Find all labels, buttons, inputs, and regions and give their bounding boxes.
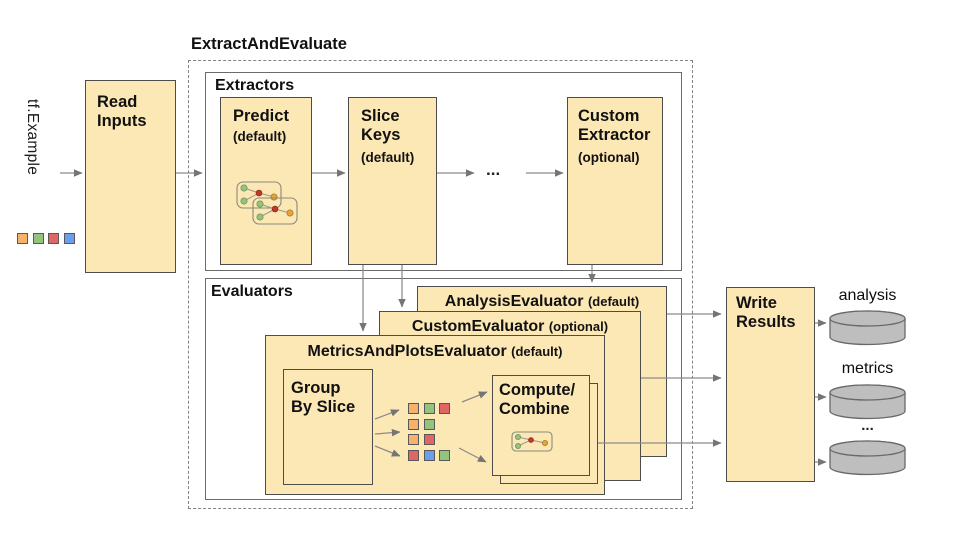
green-data-square [32,233,44,244]
slice-square-row [17,233,75,244]
extractors-container [205,72,682,271]
orange-data-square [408,418,419,430]
pipeline-title: ExtractAndEvaluate [191,35,347,53]
analysis-database-cylinder [829,310,906,346]
custom-evaluator-title: CustomEvaluator (optional) [411,318,609,335]
compute-combine-box: Compute/ Combine [492,375,590,476]
custom-extractor-sub: (optional) [578,149,640,165]
analysis-output-label: analysis [838,287,897,304]
compute-model-graph-icon [511,431,553,452]
slice-square-row [408,434,450,446]
red-data-square [439,403,451,414]
extract-and-evaluate-boundary [188,60,693,509]
evaluators-label: Evaluators [211,283,293,300]
red-data-square [48,233,60,244]
compute-combine-label: Compute/ Combine [499,381,576,419]
write-results-label: Write Results [736,294,796,332]
slice-keys-extractor-box: Slice Keys (default) [348,97,437,265]
slice-square-row [408,403,451,414]
predict-model-graph-icon [236,181,298,225]
red-data-square [408,449,419,461]
slice-keys-title: Slice Keys [361,107,401,145]
slice-keys-sub: (default) [361,149,415,165]
group-by-slice-box: Group By Slice [283,369,373,485]
green-data-square [439,449,451,461]
input-swatches [17,233,75,244]
metrics-database-cylinder [829,384,906,420]
custom-extractor-box: Custom Extractor (optional) [567,97,663,265]
predict-title: Predict [233,107,289,125]
metrics-and-plots-evaluator-title: MetricsAndPlotsEvaluator (default) [307,343,563,360]
read-inputs-box: Read Inputs [85,80,176,273]
predict-extractor-box: Predict (default) [220,97,312,265]
orange-data-square [17,233,28,244]
tf-example-label: tf.Example [24,99,41,176]
metrics-output-label: metrics [841,360,894,377]
extractors-ellipsis: ... [486,160,501,179]
write-results-box: Write Results [726,287,815,482]
sliced-examples-grid [408,403,451,461]
blue-data-square [423,449,435,461]
green-data-square [423,418,435,430]
red-data-square [423,434,435,446]
green-data-square [423,403,435,414]
evaluators-container [205,278,682,500]
extractors-label: Extractors [215,77,295,94]
more-outputs-ellipsis: ... [861,417,874,434]
group-by-slice-label: Group By Slice [291,379,356,417]
slice-square-row [408,418,450,430]
blue-data-square [63,233,75,244]
slice-square-row [408,449,451,461]
read-inputs-label: Read Inputs [97,93,147,131]
analysis-evaluator-title: AnalysisEvaluator (default) [444,293,640,310]
custom-extractor-title: Custom Extractor [578,107,651,145]
orange-data-square [408,403,419,414]
orange-data-square [408,434,419,446]
more-database-cylinder [829,440,906,476]
predict-sub: (default) [233,129,287,145]
